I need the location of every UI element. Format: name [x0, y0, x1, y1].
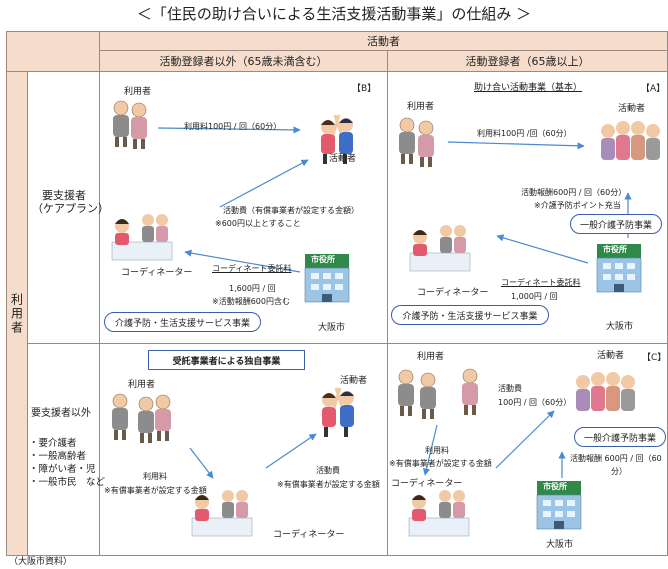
a1-prevention-oval: 一般介護予防事業: [570, 214, 662, 234]
a2-tag: 【C】: [642, 353, 667, 363]
b2-independent-box: 受託事業者による独自事業: [148, 350, 305, 370]
a1-user-label: 利用者: [407, 102, 435, 112]
b2-fee-1: 利用料: [143, 472, 167, 481]
a1-city: 大阪市: [606, 322, 634, 332]
b2-fee-2: ※有償事業者が設定する金額: [104, 486, 207, 495]
a2-cost-2: 100円 / 回（60分）: [498, 398, 572, 407]
a1-tag: 【A】: [641, 84, 666, 94]
a2-prevention-oval: 一般介護予防事業: [574, 427, 666, 447]
b1-service-oval: 介護予防・生活支援サービス事業: [104, 312, 261, 332]
page-title: ＜「住民の助け合いによる生活支援活動事業」の仕組み ＞: [136, 5, 532, 23]
a1-consign-title: コーディネート委託料: [501, 278, 581, 287]
b2-cost-2: ※有償事業者が設定する金額: [277, 480, 380, 489]
b1-consign-note: ※活動報酬600円含む: [212, 297, 290, 306]
b1-fee: 利用料100円 / 回（60分）: [184, 122, 282, 131]
b1-activist-label: 活動者: [329, 154, 357, 164]
a1-city-sign: 市役所: [603, 245, 627, 254]
b1-tag: 【B】: [352, 84, 377, 94]
b2-user-label: 利用者: [128, 380, 156, 390]
header-corner: [6, 31, 100, 72]
header-user-side: 利用者: [6, 71, 28, 556]
b2-coordinator-label: コーディネーター: [273, 530, 345, 540]
a1-coordinator-label: コーディネーター: [417, 288, 489, 298]
a2-city-sign: 市役所: [543, 482, 567, 491]
a2-fee-2: ※有償事業者が設定する金額: [389, 459, 492, 468]
a1-service-oval: 介護予防・生活支援サービス事業: [391, 305, 549, 325]
a2-activist-label: 活動者: [597, 351, 625, 361]
a1-consign-amount: 1,000円 / 回: [511, 292, 558, 301]
b1-cost-2: ※600円以上とすること: [215, 219, 301, 228]
b1-city-sign: 市役所: [311, 255, 335, 264]
b1-user-label: 利用者: [124, 87, 152, 97]
b1-consign-amount: 1,600円 / 回: [229, 284, 276, 293]
a2-user-label: 利用者: [417, 352, 445, 362]
b1-cost-1: 活動費（有償事業者が設定する金額）: [223, 206, 359, 215]
a1-heading: 助け合い活動事業（基本）: [474, 83, 583, 93]
a2-fee-1: 利用料: [425, 446, 449, 455]
row2-label: 要支援者以外: [31, 408, 91, 419]
b1-coordinator-label: コーディネーター: [121, 268, 193, 278]
b2-activist-label: 活動者: [340, 376, 368, 386]
a2-coordinator-label: コーディネーター: [391, 479, 463, 489]
cell-a1: [387, 71, 668, 344]
a1-reward-2: ※介護予防ポイント充当: [534, 201, 621, 210]
source-note: （大阪市資料）: [9, 557, 73, 567]
row-label-1: [27, 71, 100, 344]
row1-label: 要支援者 （ケアプラン）: [32, 189, 109, 215]
a2-cost-1: 活動費: [498, 384, 522, 393]
a1-reward-1: 活動報酬600円 / 回（60分）: [521, 188, 627, 197]
a2-reward-1: 活動報酬 600円 / 回（60: [570, 454, 662, 463]
a2-reward-2: 分）: [611, 467, 627, 476]
a1-fee: 利用料100円 /回（60分）: [477, 129, 572, 138]
a1-activist-label: 活動者: [618, 104, 646, 114]
b1-city: 大阪市: [318, 323, 346, 333]
a2-city: 大阪市: [546, 540, 574, 550]
row2-items: ・要介護者 ・一般高齢者 ・障がい者・児 ・一般市民 など: [29, 438, 106, 488]
b1-consign-title: コーディネート委託料: [212, 264, 292, 273]
b2-cost-1: 活動費: [316, 466, 340, 475]
